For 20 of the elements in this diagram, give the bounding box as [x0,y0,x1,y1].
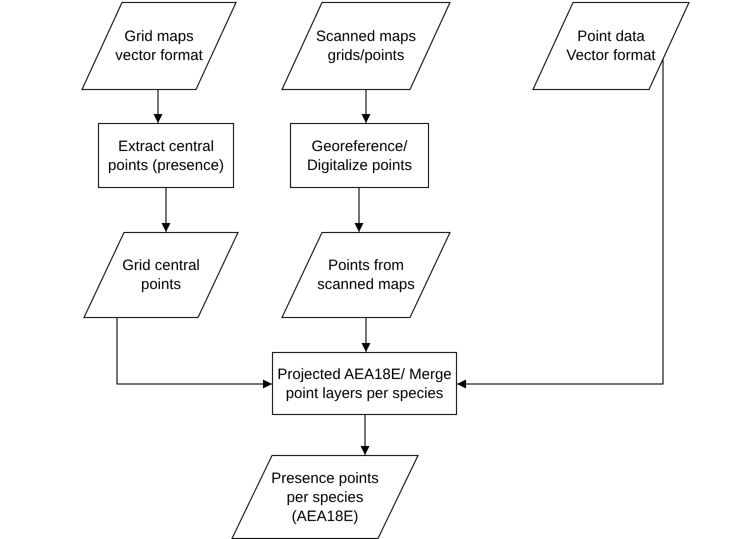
node-label: Grid central points [121,256,201,294]
node-label: Points from scanned maps [316,256,416,294]
process-box [290,123,429,188]
process-box [98,123,234,188]
node-label: Scanned maps grids/points [314,27,418,65]
node-label: Georeference/ Digitalize points [306,136,414,174]
arrow [162,188,170,232]
node-label: Point data Vector format [565,27,657,65]
node-label: Presence points per species (AEA18E) [270,468,380,526]
node-label: Grid maps vector format [114,27,204,65]
arrow [154,90,162,124]
node-label: Projected AEA18E/ Merge point layers per species [276,364,453,402]
arrow [362,318,370,352]
arrow [116,318,272,388]
arrow [456,58,664,388]
node-label: Extract central points (presence) [107,136,225,174]
arrow [354,188,364,232]
arrow [360,414,370,456]
process-box [272,352,457,415]
arrow [362,90,370,124]
